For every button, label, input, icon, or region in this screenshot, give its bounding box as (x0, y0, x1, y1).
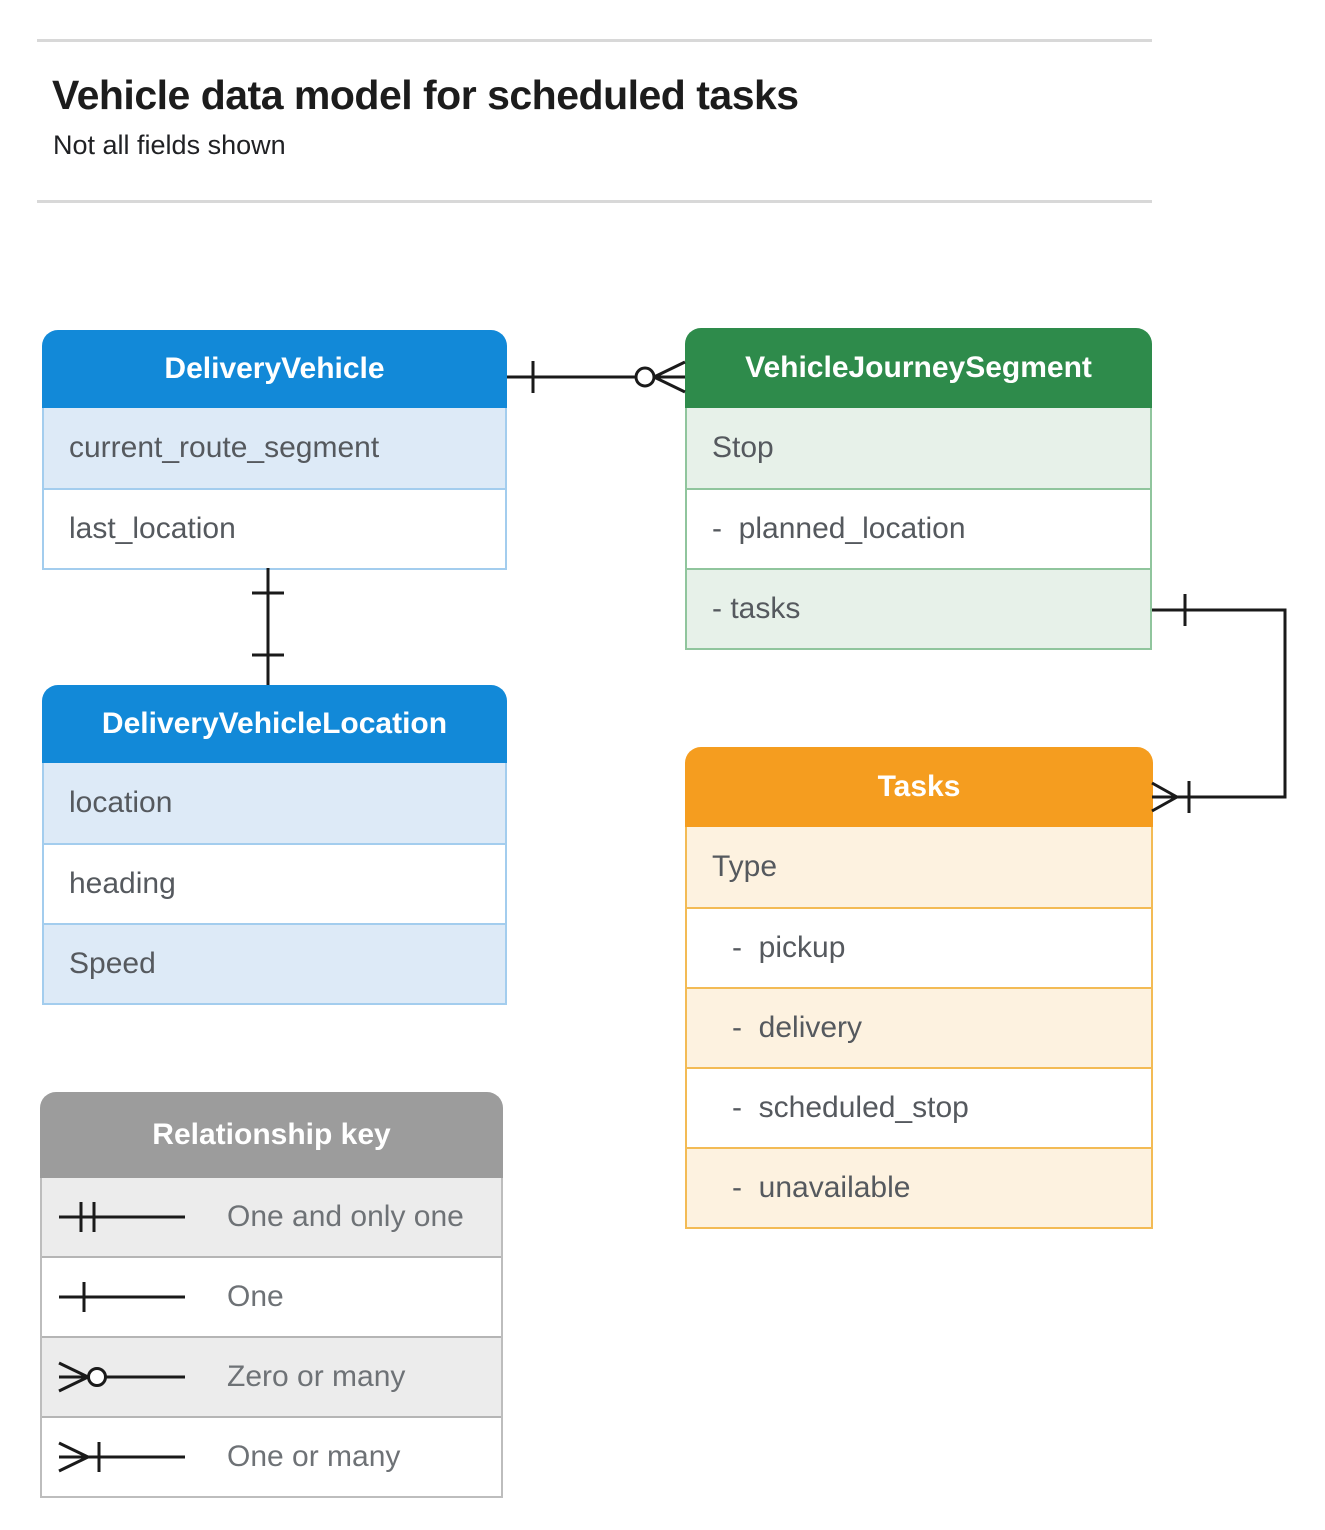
header-divider (37, 200, 1152, 203)
field-type: Type (687, 827, 1151, 907)
key-row-one-or-many: One or many (42, 1416, 501, 1496)
entity-title-vehicle-journey-segment: VehicleJourneySegment (685, 328, 1152, 408)
entity-fields-vehicle-journey-segment: Stop - planned_location - tasks (685, 408, 1152, 650)
entity-title-delivery-vehicle: DeliveryVehicle (42, 330, 507, 408)
entity-fields-delivery-vehicle-location: location heading Speed (42, 763, 507, 1005)
entity-fields-tasks: Type - pickup - delivery - scheduled_sto… (685, 827, 1153, 1229)
key-label: One (227, 1280, 284, 1313)
key-label: One or many (227, 1440, 401, 1473)
field-scheduled-stop: - scheduled_stop (687, 1067, 1151, 1147)
entity-tasks: Tasks Type - pickup - delivery - schedul… (685, 747, 1153, 1229)
connector-deliveryvehicle-vehiclejourneysegment (507, 360, 686, 394)
field-current-route-segment: current_route_segment (44, 408, 505, 488)
relationship-key-title: Relationship key (40, 1092, 503, 1178)
field-unavailable: - unavailable (687, 1147, 1151, 1227)
field-delivery: - delivery (687, 987, 1151, 1067)
entity-title-tasks: Tasks (685, 747, 1153, 827)
field-tasks: - tasks (687, 568, 1150, 648)
entity-vehicle-journey-segment: VehicleJourneySegment Stop - planned_loc… (685, 328, 1152, 650)
field-heading: heading (44, 843, 505, 923)
field-last-location: last_location (44, 488, 505, 568)
page-title: Vehicle data model for scheduled tasks (52, 72, 799, 118)
connector-deliveryvehicle-deliveryvehiclelocation (252, 568, 284, 685)
key-label: One and only one (227, 1200, 464, 1233)
entity-delivery-vehicle-location: DeliveryVehicleLocation location heading… (42, 685, 507, 1005)
page-subtitle: Not all fields shown (53, 130, 286, 160)
relationship-key: Relationship key One and only one One (40, 1092, 503, 1498)
one-symbol (59, 1282, 185, 1312)
key-row-zero-or-many: Zero or many (42, 1336, 501, 1416)
key-label: Zero or many (227, 1360, 406, 1393)
entity-delivery-vehicle: DeliveryVehicle current_route_segment la… (42, 330, 507, 570)
top-divider (37, 39, 1152, 42)
one-and-only-one-symbol (59, 1202, 185, 1232)
field-speed: Speed (44, 923, 505, 1003)
relationship-key-rows: One and only one One Zero o (40, 1178, 503, 1498)
connector-vehiclejourneysegment-tasks (1151, 594, 1287, 813)
field-location: location (44, 763, 505, 843)
one-or-many-symbol (58, 1441, 185, 1473)
field-pickup: - pickup (687, 907, 1151, 987)
key-row-one: One (42, 1256, 501, 1336)
zero-or-many-symbol (58, 1361, 185, 1393)
field-planned-location: - planned_location (687, 488, 1150, 568)
field-stop: Stop (687, 408, 1150, 488)
entity-fields-delivery-vehicle: current_route_segment last_location (42, 408, 507, 570)
key-row-one-and-only-one: One and only one (42, 1178, 501, 1256)
entity-title-delivery-vehicle-location: DeliveryVehicleLocation (42, 685, 507, 763)
